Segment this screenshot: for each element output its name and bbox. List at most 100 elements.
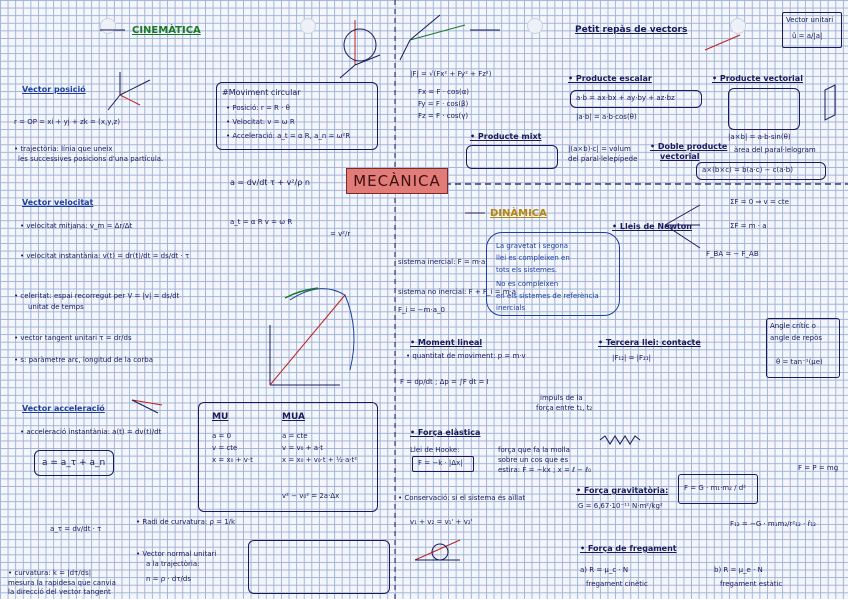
newton-arrows <box>664 204 701 249</box>
heading-gravitatoria: • Força gravitatòria: <box>576 486 669 495</box>
quantitat-moviment: • quantitat de moviment: p = m·v <box>406 352 526 360</box>
newton-3: F_BA = − F_AB <box>706 250 759 258</box>
circular-box <box>216 82 378 150</box>
angle-box <box>766 318 840 378</box>
sist-inercial: sistema inercial: F = m·a <box>398 258 486 266</box>
normal: • Vector normal unitari <box>136 550 217 558</box>
impuls: F = dp/dt ; Δp = ∫F dt = I <box>400 378 489 386</box>
vectorial-eq: |a×b| = a·b·sin(θ) <box>728 133 791 141</box>
mixt-note2: del paral·lelepípede <box>568 155 638 163</box>
acc-sketch <box>131 399 163 414</box>
mixt-note: |(a×b)·c| = volum <box>568 145 631 153</box>
circular-pos: • Posició: r = R · θ <box>226 104 290 112</box>
vectorial-box <box>728 88 800 130</box>
mua-header: MUA <box>282 412 305 422</box>
spring-sketch <box>599 435 641 445</box>
binder-hole <box>730 18 746 34</box>
mu-r1: a = 0 <box>212 432 232 440</box>
gravit-box <box>678 474 758 504</box>
note-6: inercials <box>496 304 526 312</box>
heading-acceleracio: Vector acceleració <box>22 404 105 413</box>
tercera-eq: |F₁₂| = |F₂₁| <box>612 354 652 362</box>
impuls-3: força entre t₁, t₂ <box>536 404 593 412</box>
conservacio: • Conservació: si el sistema és aïllat <box>398 494 526 502</box>
curvatura-3: la direcció del vector tangent <box>8 588 111 596</box>
note-5: en els sistemes de referència <box>496 292 599 300</box>
curvatura: • curvatura: k = |dτ/ds| <box>8 569 92 577</box>
doble-eq: a×(b×c) = b(a·c) − c(a·b) <box>702 166 793 174</box>
circular-title: #Moviment circular <box>222 88 301 97</box>
trajectoria-2: les successives posicions d'una partícul… <box>18 155 164 163</box>
impuls-2: impuls de la <box>540 394 583 402</box>
heading-velocitat: Vector velocitat <box>22 198 94 207</box>
mua-r3: x = x₀ + v₀·t + ½·a·t² <box>282 456 358 464</box>
hooke-box <box>412 456 474 472</box>
collision-sketch <box>414 539 461 561</box>
trajectory-sketch <box>269 287 355 386</box>
force-inertial: F_i = −m·a_0 <box>398 306 445 314</box>
heading-mixt: • Producte mixt <box>470 132 542 141</box>
vec-fx: Fx = F · cos(α) <box>418 88 470 96</box>
fregament-d: fregament estàtic <box>720 580 783 588</box>
note-3: tots els sistemes. <box>496 266 558 274</box>
escalar-eq2: |a·b| = a·b·cos(θ) <box>576 113 637 121</box>
heading-doble: • Doble producte <box>650 142 728 151</box>
heading-posicio: Vector posició <box>22 85 86 94</box>
heading-vectorial: • Producte vectorial <box>712 74 803 83</box>
angle: Angle crític o <box>770 322 816 330</box>
page-title: MECÀNICA <box>346 168 448 194</box>
trajectoria: • trajectòria: línia que uneix <box>14 145 113 153</box>
vec-fz: Fz = F · cos(γ) <box>418 112 469 120</box>
hooke-note: força que fa la molla <box>498 446 570 454</box>
vec-modul: |F| = √(Fx² + Fy² + Fz²) <box>410 70 492 78</box>
acc-tang: a_τ = dv/dt · τ <box>50 525 102 533</box>
newton-1: ΣF = 0 ⇒ v = cte <box>730 198 789 206</box>
circular-rel: a_t = α R v = ω R <box>230 218 293 226</box>
escalar-eq: a·b = ax·bx + ay·by + az·bz <box>576 94 675 102</box>
heading-escalar: • Producte escalar <box>568 74 652 83</box>
hooke-note-3: estira: F = −kx ; x = ℓ − ℓ₀ <box>498 466 591 474</box>
note-2: llei es compleixen en <box>496 254 570 262</box>
vect-grav: F₁₂ = −G · m₁m₂/r²₁₂ · r̂₁₂ <box>730 520 816 528</box>
binder-hole <box>527 18 543 34</box>
mua-r1: a = cte <box>282 432 308 440</box>
heading-doble-2: vectorial <box>660 152 700 161</box>
note-1: La gravetat i segona <box>496 242 569 250</box>
hooke-note-2: sobre un cos que es <box>498 456 569 464</box>
radi-curvatura: • Radi de curvatura: ρ = 1/k <box>136 518 236 526</box>
unitari: Vector unitari <box>786 16 834 24</box>
curvatura-2: mesura la rapidesa que canvia <box>8 579 116 587</box>
acc-comp-box <box>34 450 114 476</box>
angle-2: angle de repòs <box>770 334 823 342</box>
circular-vel: • Velocitat: v = ω R <box>226 118 295 126</box>
derivative-box <box>248 540 390 594</box>
normal-2: a la trajectòria: <box>146 560 200 568</box>
posicio-eq: r = OP = xi + yj + zk = (x,y,z) <box>14 118 120 126</box>
mu-r2: v = cte <box>212 444 238 452</box>
mu-header: MU <box>212 412 229 422</box>
normal-eq: n = ρ · dτ/ds <box>146 575 191 583</box>
fregament-c: fregament cinètic <box>586 580 648 588</box>
hooke-eq: F = −k · |Δx| <box>418 459 463 467</box>
gravit-eq: F = G · m₁·m₂ / d² <box>684 484 746 492</box>
binder-hole <box>300 18 316 34</box>
section-cinematica: CINEMÀTICA <box>132 25 201 36</box>
vectorial-note: àrea del paral·lelogram <box>734 146 816 154</box>
tangent: • vector tangent unitari τ = dr/ds <box>14 334 132 342</box>
vel-mitjana: • velocitat mitjana: v_m = Δr/Δt <box>20 222 133 230</box>
unitari-box <box>782 12 842 48</box>
acc-comp: a = a_τ + a_n <box>42 458 106 468</box>
circular-eq: a = dv/dt τ + v²/ρ n <box>230 178 310 187</box>
heading-fregament: • Força de fregament <box>580 544 677 553</box>
doble-box <box>696 162 826 180</box>
angle-eq: θ = tan⁻¹(μe) <box>776 358 823 366</box>
mua-r4: v² − v₀² = 2a·Δx <box>282 492 340 500</box>
newton-2: ΣF = m · a <box>730 222 767 230</box>
hooke: Llei de Hooke: <box>410 446 460 454</box>
mu-r3: x = x₀ + v·t <box>212 456 253 464</box>
heading-elastica: • Força elàstica <box>410 428 481 437</box>
mixt-box <box>466 145 558 169</box>
note-bubble <box>486 232 620 316</box>
mua-r2: v = v₀ + a·t <box>282 444 323 452</box>
